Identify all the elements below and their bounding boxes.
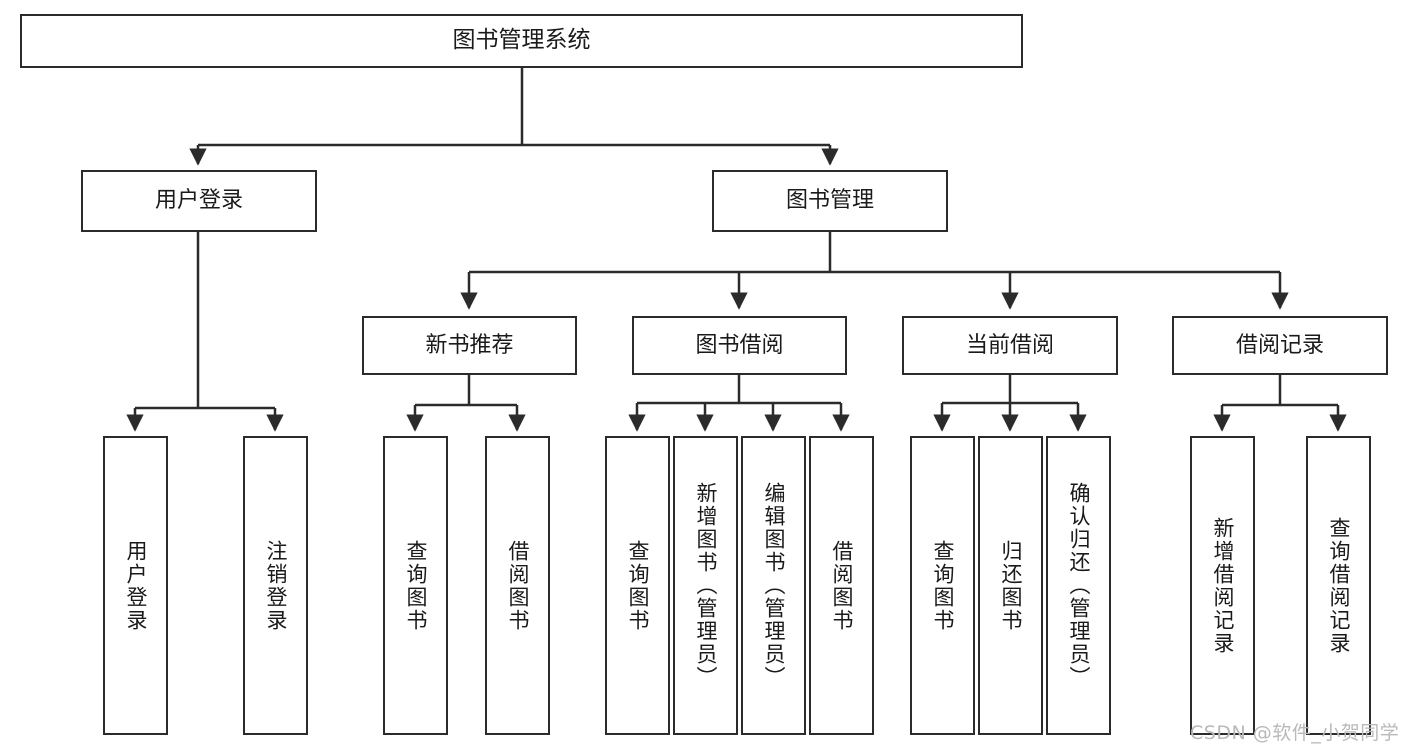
leaf-borrow-book-recommend[interactable]: 借阅图书 (485, 436, 550, 735)
node-label: 查询图书 (626, 539, 650, 632)
node-book-borrow[interactable]: 图书借阅 (632, 316, 847, 375)
node-current-borrow[interactable]: 当前借阅 (902, 316, 1118, 375)
node-label: 查询图书 (931, 539, 955, 632)
node-root-system[interactable]: 图书管理系统 (20, 14, 1023, 68)
node-label: 编辑图书（管理员） (762, 482, 786, 689)
node-label: 借阅记录 (1235, 332, 1324, 358)
leaf-return-book[interactable]: 归还图书 (978, 436, 1043, 735)
node-label: 图书管理系统 (452, 27, 591, 54)
node-user-login[interactable]: 用户登录 (81, 170, 317, 232)
node-label: 查询借阅记录 (1327, 516, 1351, 655)
leaf-add-borrow-record[interactable]: 新增借阅记录 (1190, 436, 1255, 735)
node-label: 新增图书（管理员） (694, 482, 718, 689)
node-label: 用户登录 (154, 188, 243, 214)
node-label: 新增借阅记录 (1211, 516, 1235, 655)
node-label: 借阅图书 (830, 539, 854, 632)
node-label: 当前借阅 (965, 332, 1054, 358)
node-label: 新书推荐 (425, 332, 514, 358)
node-new-book-recommend[interactable]: 新书推荐 (362, 316, 577, 375)
node-label: 图书管理 (785, 188, 874, 214)
leaf-query-book-current[interactable]: 查询图书 (910, 436, 975, 735)
leaf-confirm-return-admin[interactable]: 确认归还（管理员） (1046, 436, 1111, 735)
node-label: 查询图书 (404, 539, 428, 632)
leaf-add-book-admin[interactable]: 新增图书（管理员） (673, 436, 738, 735)
leaf-borrow-book-borrow[interactable]: 借阅图书 (809, 436, 874, 735)
node-label: 图书借阅 (695, 332, 784, 358)
node-label: 用户登录 (124, 539, 148, 632)
csdn-watermark: CSDN @软件_小贺同学 (1190, 722, 1400, 744)
node-label: 归还图书 (999, 539, 1023, 632)
leaf-logout-login[interactable]: 注销登录 (243, 436, 308, 735)
node-label: 借阅图书 (506, 539, 530, 632)
node-book-management[interactable]: 图书管理 (712, 170, 948, 232)
node-label: 注销登录 (264, 539, 288, 632)
leaf-query-book-recommend[interactable]: 查询图书 (383, 436, 448, 735)
leaf-query-borrow-record[interactable]: 查询借阅记录 (1306, 436, 1371, 735)
leaf-user-login[interactable]: 用户登录 (103, 436, 168, 735)
node-borrow-record[interactable]: 借阅记录 (1172, 316, 1388, 375)
leaf-query-book-borrow[interactable]: 查询图书 (605, 436, 670, 735)
node-label: 确认归还（管理员） (1067, 482, 1091, 689)
leaf-edit-book-admin[interactable]: 编辑图书（管理员） (741, 436, 806, 735)
